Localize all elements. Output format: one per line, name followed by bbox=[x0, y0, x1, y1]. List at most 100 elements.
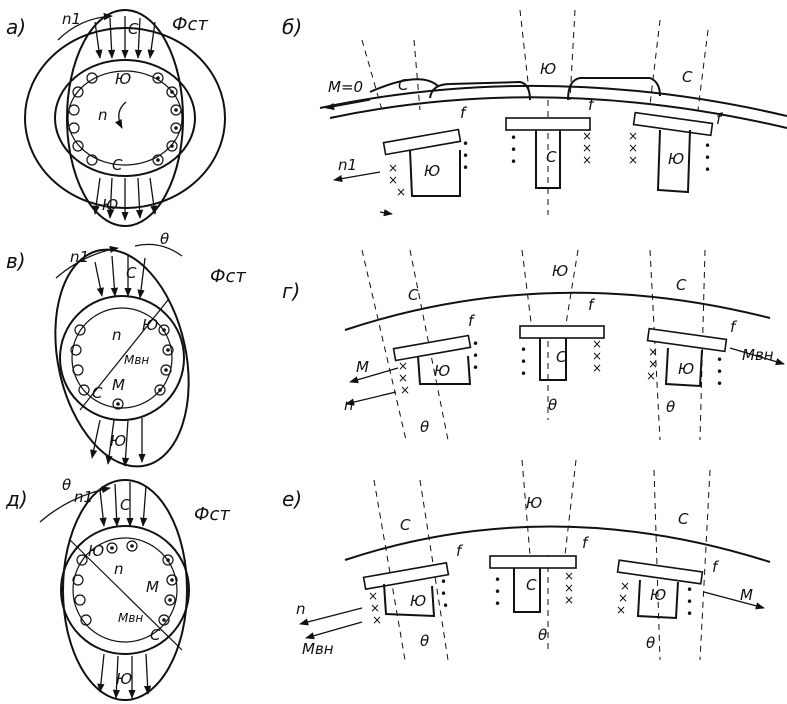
torque-g: M bbox=[356, 358, 369, 376]
angle-g-2: θ bbox=[548, 396, 557, 414]
stator-field-ellipse bbox=[66, 9, 184, 227]
rotor-pole-b-2: С bbox=[546, 148, 557, 166]
force-b-1: f bbox=[460, 104, 468, 122]
svg-text:×: × bbox=[592, 361, 602, 375]
torque-arrow-g bbox=[349, 367, 399, 384]
force-g-1: f bbox=[468, 312, 476, 330]
pole-top-d: С bbox=[120, 496, 131, 514]
torque-v: M bbox=[112, 376, 125, 394]
winding-dots-v bbox=[70, 324, 174, 410]
rotor-inner-d bbox=[72, 537, 178, 643]
svg-text:×: × bbox=[628, 153, 638, 167]
pole-bottom-a: Ю bbox=[102, 196, 118, 214]
svg-text:•: • bbox=[686, 583, 693, 597]
torque-arrow-b bbox=[325, 99, 371, 111]
panel-v: в) n1 θ Фст С Ю Ю С n Mвн M bbox=[6, 230, 246, 468]
rotor-pole-b-1: Ю bbox=[424, 162, 440, 180]
svg-text:•: • bbox=[472, 337, 479, 351]
svg-text:×: × bbox=[582, 129, 592, 143]
poles-e bbox=[362, 555, 704, 620]
torque-e: M bbox=[740, 586, 753, 604]
panel-b: б) ××× ••• ••• ××× ××× ••• M=0 bbox=[282, 9, 787, 217]
svg-text:×: × bbox=[616, 603, 626, 617]
angle-g-1: θ bbox=[420, 418, 429, 436]
panel-d: д) n1 θ Фст С Ю Ю С n M Mвн bbox=[5, 476, 230, 701]
svg-text:•: • bbox=[686, 607, 693, 621]
rotor-inner-v bbox=[71, 307, 173, 409]
speed-e: n bbox=[296, 600, 306, 618]
speed-arrow-a bbox=[57, 12, 113, 41]
svg-text:•: • bbox=[510, 131, 517, 145]
pole-b-3: С bbox=[682, 68, 693, 86]
angle-g-3: θ bbox=[666, 398, 675, 416]
svg-text:×: × bbox=[372, 613, 382, 627]
panel-v-label: в) bbox=[6, 249, 26, 273]
poles-g bbox=[392, 325, 728, 388]
speed-label-v: n1 bbox=[70, 248, 89, 266]
svg-text:•: • bbox=[716, 377, 723, 391]
force-e-3: f bbox=[712, 558, 720, 576]
pole-e-3: С bbox=[678, 510, 689, 528]
svg-text:•: • bbox=[704, 151, 711, 165]
rotor-axis-v bbox=[79, 299, 169, 411]
svg-text:•: • bbox=[704, 139, 711, 153]
force-b-2: f bbox=[588, 96, 596, 114]
svg-text:•: • bbox=[462, 149, 469, 163]
flux-loop-b1 bbox=[369, 78, 439, 93]
rotor-outer-d bbox=[60, 525, 190, 655]
panel-e-label: е) bbox=[282, 487, 302, 511]
svg-text:×: × bbox=[648, 345, 658, 359]
svg-text:×: × bbox=[628, 129, 638, 143]
speed-b: n1 bbox=[338, 156, 357, 174]
stator-field-ellipse-v bbox=[54, 248, 190, 468]
rotor-pole-g-1: Ю bbox=[434, 362, 450, 380]
air-gap-e bbox=[344, 525, 771, 563]
svg-text:×: × bbox=[618, 591, 628, 605]
ext-torque-arrow-e bbox=[305, 621, 363, 640]
svg-text:•: • bbox=[494, 573, 501, 587]
flux-lines-d bbox=[97, 482, 152, 699]
rotor-speed-a: n bbox=[98, 106, 108, 124]
speed-g: n bbox=[344, 396, 354, 414]
svg-text:×: × bbox=[620, 579, 630, 593]
svg-text:•: • bbox=[704, 163, 711, 177]
speed-arrow-b bbox=[333, 171, 381, 183]
speed-arrow-d bbox=[39, 486, 111, 523]
svg-text:×: × bbox=[648, 357, 658, 371]
angle-e-3: θ bbox=[646, 634, 655, 652]
panel-d-label: д) bbox=[5, 487, 28, 511]
svg-text:•: • bbox=[520, 367, 527, 381]
svg-text:×: × bbox=[398, 371, 408, 385]
rotor-pole-e-3: Ю bbox=[650, 586, 666, 604]
svg-text:•: • bbox=[520, 355, 527, 369]
rotor-pole-e-2: С bbox=[526, 576, 537, 594]
svg-text:×: × bbox=[564, 593, 574, 607]
svg-text:•: • bbox=[716, 353, 723, 367]
svg-text:•: • bbox=[462, 137, 469, 151]
flux-return-b bbox=[379, 209, 393, 217]
rotor-inner bbox=[67, 70, 183, 166]
pole-bottom-d: Ю bbox=[116, 670, 132, 688]
svg-text:×: × bbox=[582, 153, 592, 167]
rotor-speed-d: n bbox=[114, 560, 124, 578]
svg-text:•: • bbox=[440, 587, 447, 601]
speed-label-d: n1 bbox=[74, 488, 93, 506]
svg-text:•: • bbox=[442, 599, 449, 613]
pole-e-2: Ю bbox=[526, 494, 542, 512]
svg-text:•: • bbox=[440, 575, 447, 589]
flux-loop-b2 bbox=[429, 80, 531, 101]
ext-torque-e: Mвн bbox=[302, 640, 334, 658]
rotor-axis-d bbox=[69, 539, 183, 651]
force-b-3: f bbox=[716, 110, 724, 128]
speed-arrow-e bbox=[299, 607, 363, 626]
air-gap-inner-b bbox=[329, 96, 787, 129]
pole-b-2: Ю bbox=[540, 60, 556, 78]
angle-label-v: θ bbox=[160, 230, 169, 248]
rotor-bottom-d: С bbox=[150, 626, 161, 644]
svg-text:×: × bbox=[368, 589, 378, 603]
svg-text:×: × bbox=[592, 337, 602, 351]
svg-text:•: • bbox=[494, 585, 501, 599]
dashes-b bbox=[361, 9, 709, 215]
svg-text:×: × bbox=[398, 359, 408, 373]
rotor-pole-e-1: Ю bbox=[410, 592, 426, 610]
